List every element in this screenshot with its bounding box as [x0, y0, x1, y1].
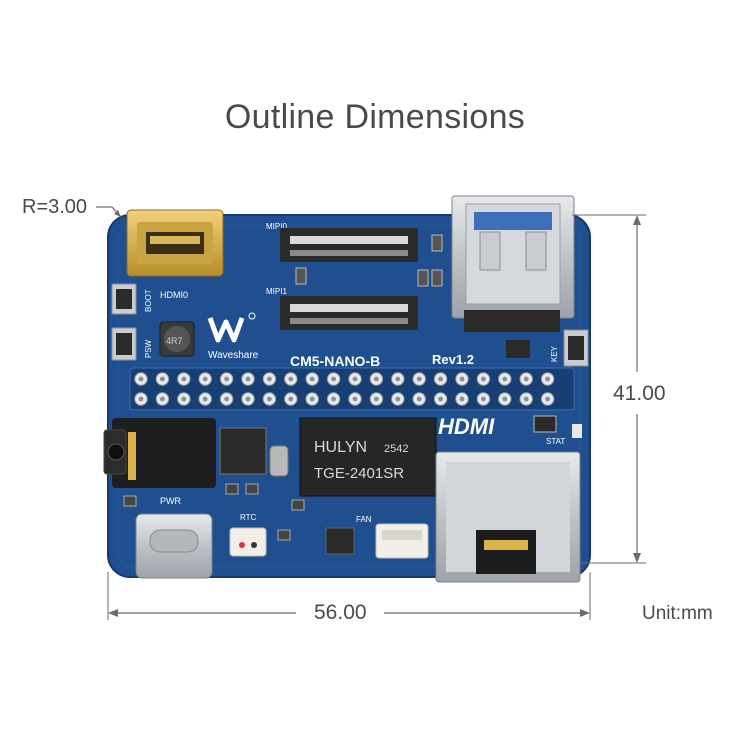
usb-a-connector [451, 195, 575, 332]
model-label: CM5-NANO-B [290, 353, 380, 369]
gpio-pin-hole [288, 376, 294, 382]
gpio-pin-hole [481, 376, 486, 382]
gpio-pin-hole [267, 396, 272, 402]
key-label: KEY [550, 345, 559, 362]
gpio-pin-hole [395, 396, 401, 402]
revision-label: Rev1.2 [432, 352, 474, 367]
gpio-pin-hole [245, 396, 251, 402]
codec-chip [219, 427, 267, 475]
gpio-pin-hole [502, 376, 508, 382]
gpio-pin-hole [181, 396, 187, 402]
boot-button [111, 283, 137, 315]
gpio-pin-hole [459, 376, 465, 382]
gpio-pin-hole [545, 396, 550, 402]
gpio-pin-hole [416, 396, 422, 402]
rj45-connector [435, 451, 581, 583]
hdmi0-connector [126, 209, 224, 277]
gpio-pin-hole [160, 376, 165, 382]
gpio-pin-hole [224, 376, 230, 382]
gpio-pin-hole [523, 376, 529, 382]
gpio-pin-hole [245, 376, 251, 382]
boot-label: BOOT [144, 289, 153, 312]
gpio-pin-hole [374, 376, 379, 382]
gpio-pin-hole [459, 396, 465, 402]
stat-label: STAT [546, 437, 565, 446]
magnetics-brand: HULYN [314, 439, 367, 456]
rtc-label: RTC [240, 513, 257, 522]
psw-button [111, 327, 137, 361]
magnetics-code: 2542 [384, 443, 408, 455]
gpio-pin-hole [331, 376, 336, 382]
mipi0-label: MIPI0 [266, 222, 287, 231]
gpio-pin-hole [416, 376, 422, 382]
psw-label: PSW [144, 339, 153, 358]
corner-radius-label: R=3.00 [22, 196, 88, 218]
brand-label: Waveshare [208, 350, 259, 361]
gpio-pin-hole [309, 376, 315, 382]
gpio-pin-hole [352, 376, 358, 382]
fan-connector [375, 523, 429, 559]
mipi1-connector [280, 296, 418, 330]
waveshare-logo [207, 312, 256, 343]
gpio-pin-hole [481, 396, 486, 402]
magnetics-part: TGE-2401SR [314, 465, 404, 482]
gpio-pin-hole [202, 396, 208, 402]
gpio-pin-hole [438, 376, 443, 382]
unit-label: Unit:mm [642, 603, 713, 624]
gpio-pin-hole [288, 396, 294, 402]
gpio-pin-hole [309, 396, 315, 402]
audio-jack [103, 418, 216, 488]
usb-c-connector [135, 513, 213, 579]
inductor [159, 321, 195, 357]
gpio-pin-hole [267, 376, 272, 382]
gpio-pin-hole [395, 376, 401, 382]
gpio-pin-hole [502, 396, 508, 402]
inductor-label: 4R7 [166, 336, 183, 346]
gpio-pin-hole [331, 396, 336, 402]
width-label: 56.00 [314, 601, 367, 624]
rtc-connector [229, 527, 267, 557]
pwr-label: PWR [160, 496, 181, 506]
gpio-pin-hole [138, 376, 144, 382]
gpio-pin-hole [438, 396, 443, 402]
gpio-pin-hole [224, 396, 230, 402]
fan-label: FAN [356, 515, 372, 524]
mipi1-label: MIPI1 [266, 287, 287, 296]
magnetics-chip [299, 417, 437, 497]
gpio-pin-hole [202, 376, 208, 382]
gpio-pin-hole [138, 396, 144, 402]
gpio-pin-hole [545, 376, 550, 382]
gpio-pin-hole [181, 376, 187, 382]
gpio-pin-hole [160, 396, 165, 402]
mipi0-connector [280, 228, 418, 262]
gpio-header [129, 367, 575, 411]
hdmi0-label: HDMI0 [160, 290, 188, 300]
key-button [563, 329, 589, 367]
gpio-pin-hole [374, 396, 379, 402]
gpio-pin-hole [352, 396, 358, 402]
hdmi-logo: HDMI [438, 414, 495, 439]
gpio-pin-hole [523, 396, 529, 402]
page-title: Outline Dimensions [224, 98, 526, 136]
height-label: 41.00 [613, 382, 666, 405]
